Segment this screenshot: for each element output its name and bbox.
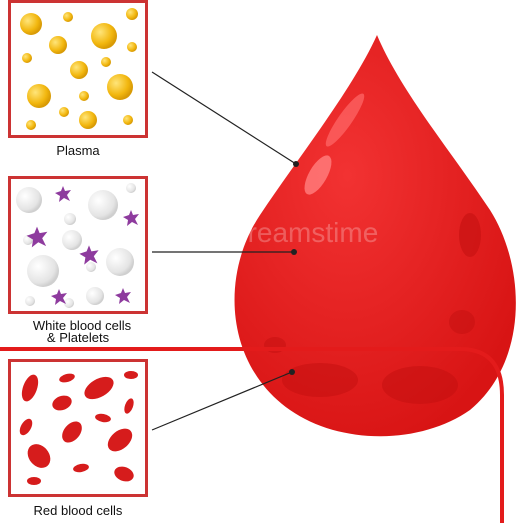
plasma-particles: [20, 8, 138, 130]
platelets: [27, 186, 139, 305]
white-cells-label-line2: & Platelets: [8, 331, 148, 344]
drop-shade: [282, 363, 358, 397]
drop-shade: [449, 310, 475, 334]
watermark: dreamstime: [232, 217, 378, 248]
red-cells-callout-line: [152, 372, 292, 430]
plasma-callout-dot: [293, 161, 299, 167]
red-cells-callout-dot: [289, 369, 295, 375]
white-cells-callout-dot: [291, 249, 297, 255]
plasma-label: Plasma: [8, 144, 148, 157]
drop-shade: [459, 213, 481, 257]
plasma-callout-line: [152, 72, 296, 164]
drop-shade: [382, 366, 458, 404]
red-cells: [17, 371, 138, 485]
red-cells-label: Red blood cells: [8, 504, 148, 517]
